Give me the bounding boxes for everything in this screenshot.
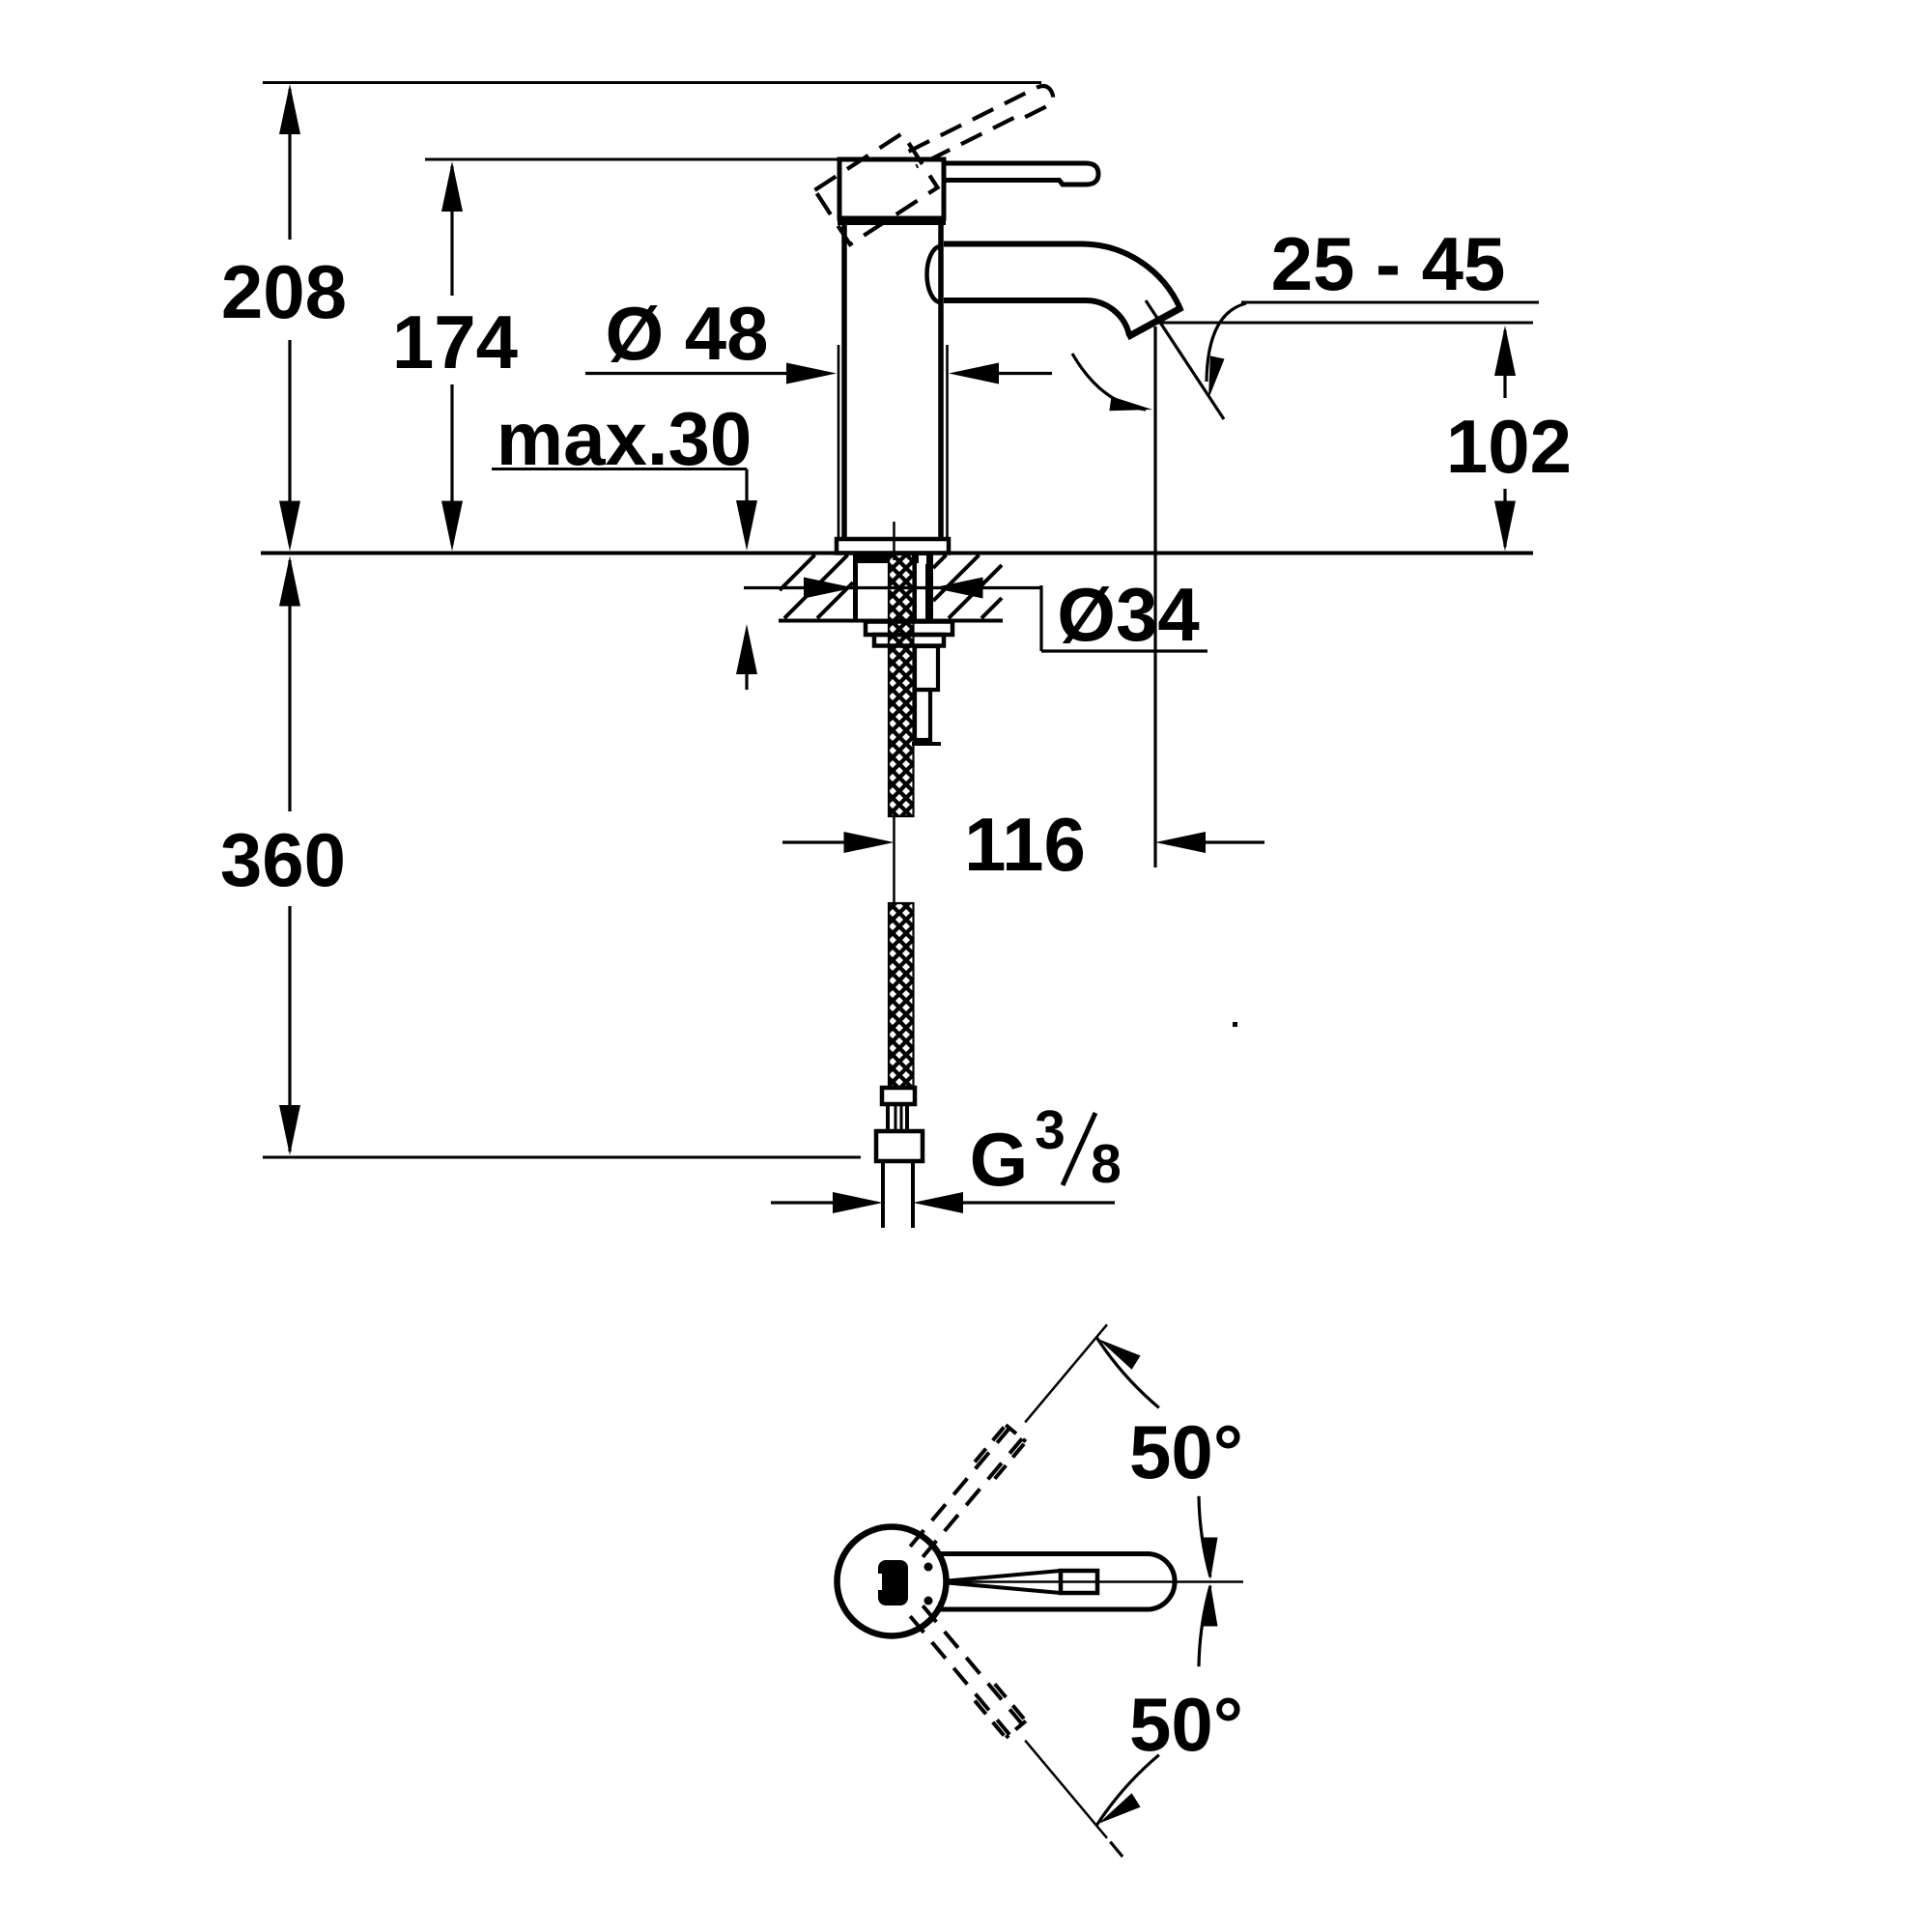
svg-text:116: 116 [964,802,1086,887]
svg-text:50°: 50° [1129,1682,1243,1767]
svg-text:102: 102 [1446,404,1572,489]
svg-text:Ø 48: Ø 48 [605,291,768,376]
svg-text:360: 360 [220,817,346,902]
svg-text:25 - 45: 25 - 45 [1271,221,1506,306]
svg-text:8: 8 [1091,1133,1122,1195]
svg-text:Ø34: Ø34 [1057,572,1199,657]
svg-text:208: 208 [221,249,347,334]
svg-text:3: 3 [1035,1099,1065,1161]
svg-text:max.30: max.30 [497,396,753,481]
svg-text:G: G [970,1117,1029,1202]
svg-text:174: 174 [392,299,518,384]
svg-text:50°: 50° [1129,1409,1243,1494]
